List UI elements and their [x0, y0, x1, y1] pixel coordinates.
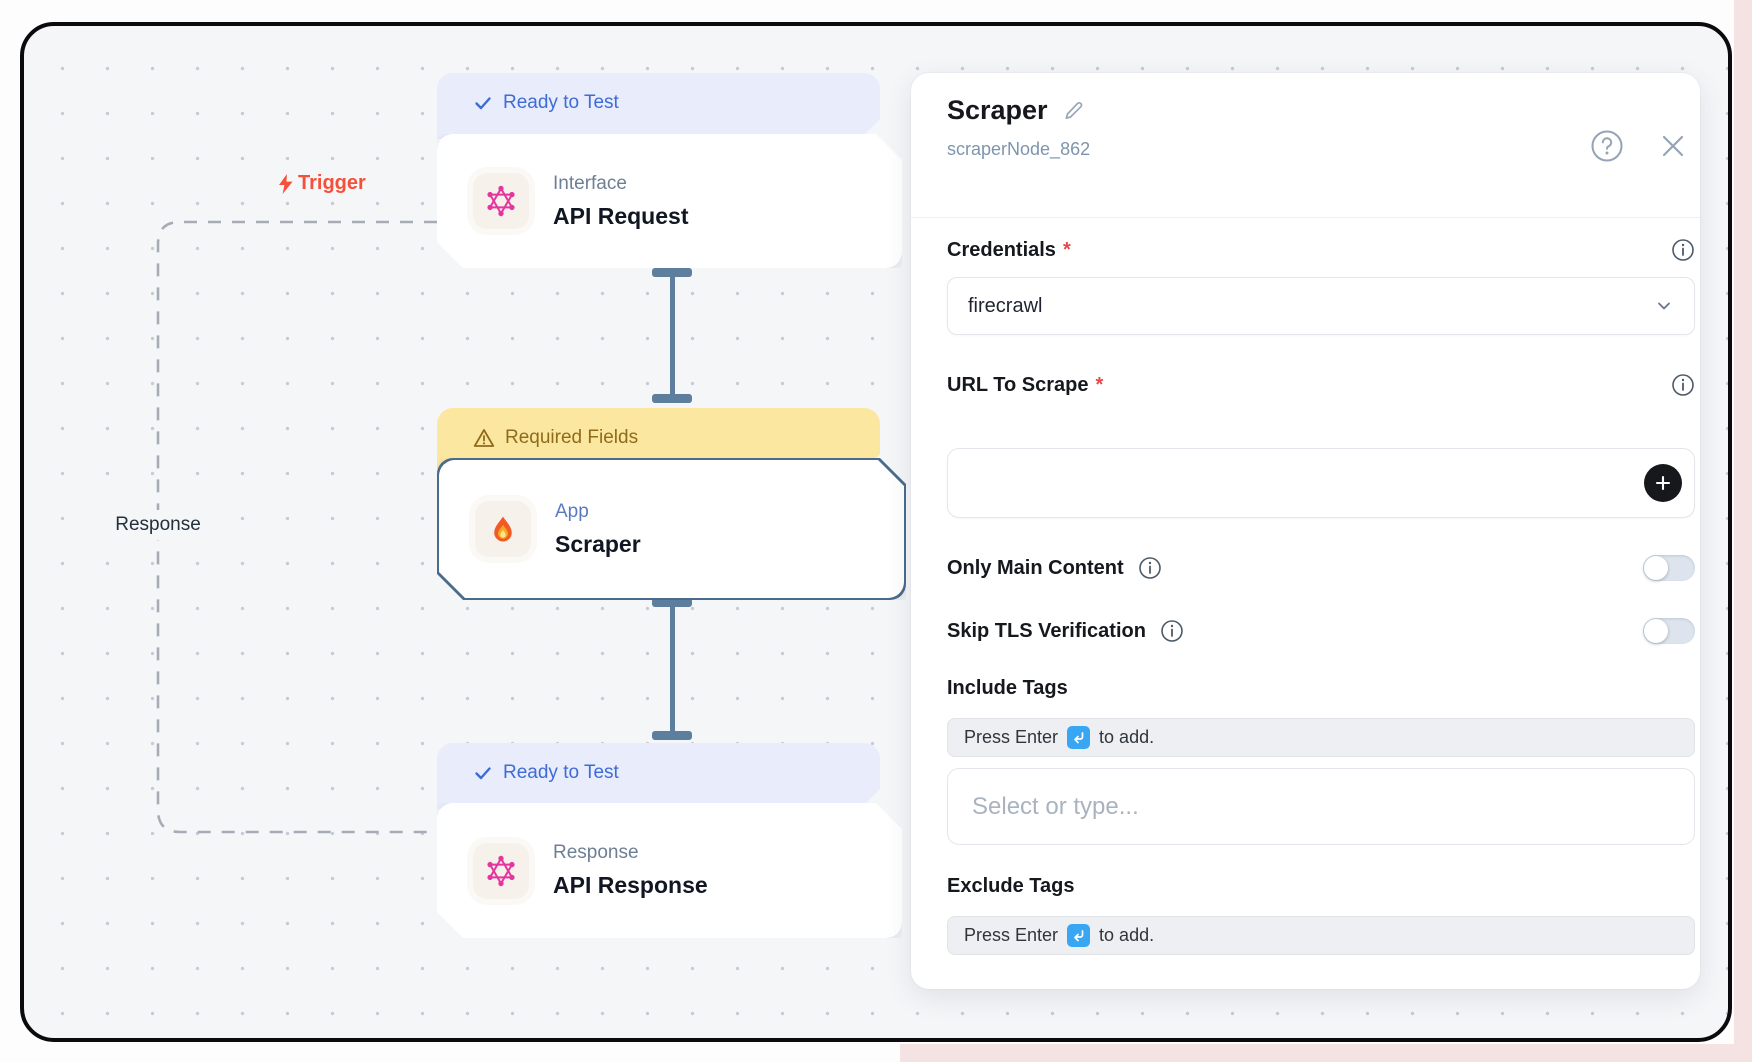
trigger-label-text: Trigger: [298, 172, 366, 194]
connector-request-to-scraper: [652, 268, 692, 403]
node-card[interactable]: Response API Response: [437, 803, 902, 938]
required-asterisk: *: [1062, 238, 1071, 261]
background-strip-bottom: [900, 1044, 1752, 1062]
exclude-tags-hint: Press Enter to add.: [947, 916, 1695, 955]
panel-node-id: scraperNode_862: [947, 139, 1091, 159]
skip-tls-toggle[interactable]: [1643, 618, 1695, 644]
node-category: Interface: [553, 172, 627, 194]
panel-title: Scraper: [947, 95, 1048, 125]
hint-prefix: Press Enter: [964, 925, 1059, 945]
url-input[interactable]: [947, 448, 1695, 518]
enter-key-icon: [1067, 924, 1091, 947]
check-icon: [473, 763, 493, 783]
node-config-panel: Scraper scraperNode_862 Credentials *: [911, 73, 1700, 989]
check-icon: [473, 93, 493, 113]
node-card-selected[interactable]: App Scraper: [437, 458, 906, 600]
background-strip-right: [1734, 0, 1752, 1062]
help-icon[interactable]: [1590, 129, 1624, 163]
node-warning-text: Required Fields: [505, 427, 639, 448]
url-label-row: URL To Scrape *: [947, 373, 1695, 397]
include-tags-label: Include Tags: [947, 677, 1068, 699]
hint-suffix: to add.: [1099, 925, 1155, 945]
skip-tls-row: Skip TLS Verification: [947, 618, 1695, 644]
node-card[interactable]: Interface API Request: [437, 134, 902, 268]
node-api-request[interactable]: Ready to Test I: [437, 73, 902, 294]
chevron-down-icon: [1658, 302, 1670, 310]
node-api-response[interactable]: Ready to Test R: [437, 743, 902, 964]
required-asterisk: *: [1095, 373, 1104, 396]
add-variable-button[interactable]: [1644, 464, 1682, 502]
node-title: API Request: [553, 202, 689, 229]
include-tags-hint: Press Enter to add.: [947, 718, 1695, 757]
node-status-badge: Ready to Test: [437, 73, 880, 139]
info-icon[interactable]: [1138, 556, 1162, 580]
warning-icon: [473, 428, 495, 448]
only-main-content-label: Only Main Content: [947, 556, 1124, 579]
info-icon[interactable]: [1160, 619, 1184, 643]
plus-icon: [1655, 475, 1671, 491]
node-category: App: [555, 500, 589, 522]
credentials-value: firecrawl: [968, 294, 1043, 317]
hint-prefix: Press Enter: [964, 727, 1059, 747]
skip-tls-label: Skip TLS Verification: [947, 619, 1146, 642]
panel-divider: [911, 217, 1700, 218]
node-category: Response: [553, 842, 639, 863]
response-loop-label: Response: [105, 510, 211, 540]
connector-scraper-to-response: [652, 598, 692, 740]
exclude-tags-label: Exclude Tags: [947, 875, 1075, 897]
lightning-icon: [279, 173, 293, 194]
node-scraper[interactable]: Required Fields App Scraper: [437, 408, 902, 624]
node-text: App Scraper: [555, 501, 641, 558]
node-title: API Response: [553, 872, 708, 898]
close-icon[interactable]: [1658, 131, 1688, 161]
node-status-badge: Ready to Test: [437, 743, 880, 809]
credentials-select[interactable]: firecrawl: [947, 277, 1695, 335]
trigger-label: Trigger: [276, 172, 366, 195]
node-text: Interface API Request: [553, 173, 688, 230]
workflow-canvas[interactable]: Response Trigger Ready to Test: [20, 22, 1732, 1042]
credentials-label-row: Credentials *: [947, 238, 1695, 262]
only-main-content-toggle[interactable]: [1643, 555, 1695, 581]
graphql-icon: [473, 173, 529, 229]
only-main-content-row: Only Main Content: [947, 555, 1695, 581]
edit-pencil-icon[interactable]: [1062, 99, 1086, 123]
response-loop-connector: [156, 220, 437, 834]
node-text: Response API Response: [553, 842, 708, 899]
credentials-label: Credentials: [947, 238, 1056, 261]
url-label: URL To Scrape: [947, 373, 1089, 396]
hint-suffix: to add.: [1099, 727, 1155, 747]
include-tags-input[interactable]: [947, 768, 1695, 845]
fire-icon: [475, 501, 531, 557]
enter-key-icon: [1067, 726, 1091, 749]
node-status-text: Ready to Test: [503, 92, 619, 113]
node-status-text: Ready to Test: [503, 762, 619, 783]
node-title: Scraper: [555, 530, 641, 557]
graphql-icon: [473, 843, 529, 899]
info-icon[interactable]: [1671, 238, 1695, 262]
info-icon[interactable]: [1671, 373, 1695, 397]
